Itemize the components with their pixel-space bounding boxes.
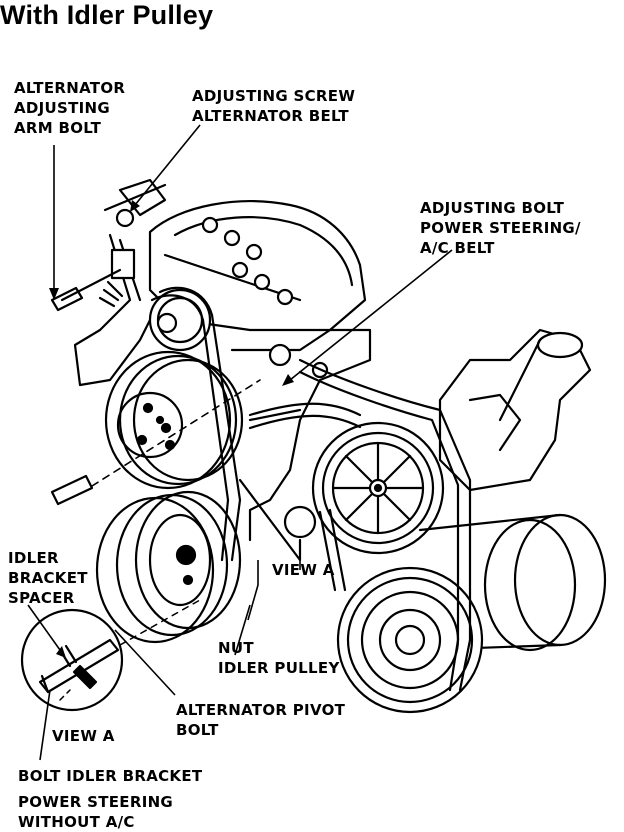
idler-pulley: [311, 421, 445, 555]
power-steering-pump: [438, 328, 592, 492]
label-alternator-pivot-bolt: ALTERNATOR PIVOT BOLT: [176, 701, 346, 739]
label-nut-idler-pulley: NUT IDLER PULLEY: [218, 639, 340, 677]
label-adjusting-screw-alternator-belt: ADJUSTING SCREW ALTERNATOR BELT: [192, 87, 356, 125]
alternator-belt: [150, 286, 242, 562]
leader-arrowheads: [49, 200, 294, 658]
ac-compressor: [418, 513, 607, 652]
crankshaft-pulley-upper: [104, 350, 244, 490]
label-alternator-adjusting-arm-bolt: ALTERNATOR ADJUSTING ARM BOLT: [14, 79, 126, 137]
label-adjusting-bolt-ps-ac-belt: ADJUSTING BOLT POWER STEERING/ A/C BELT: [420, 199, 581, 257]
adjusting-screw: [98, 208, 142, 308]
view-a-ring-main: [283, 505, 317, 539]
crankshaft-pulley-lower: [95, 490, 242, 644]
alternator-adjusting-arm-bolt: [50, 268, 122, 312]
leader-lines: [27, 124, 453, 761]
label-power-steering-without-ac: POWER STEERING WITHOUT A/C: [18, 793, 174, 831]
alternator-pivot-bolt: [50, 379, 261, 506]
label-view-a-inset: VIEW A: [52, 727, 115, 745]
alternator-pulley: [148, 288, 212, 352]
label-idler-bracket-spacer: IDLER BRACKET SPACER: [8, 549, 88, 607]
label-bolt-idler-bracket: BOLT IDLER BRACKET: [18, 767, 203, 785]
label-view-a-main: VIEW A: [272, 561, 335, 579]
diagram-title: With Idler Pulley: [0, 0, 214, 30]
power-steering-ac-belt: [298, 358, 472, 692]
compressor-pulley: [336, 566, 484, 714]
